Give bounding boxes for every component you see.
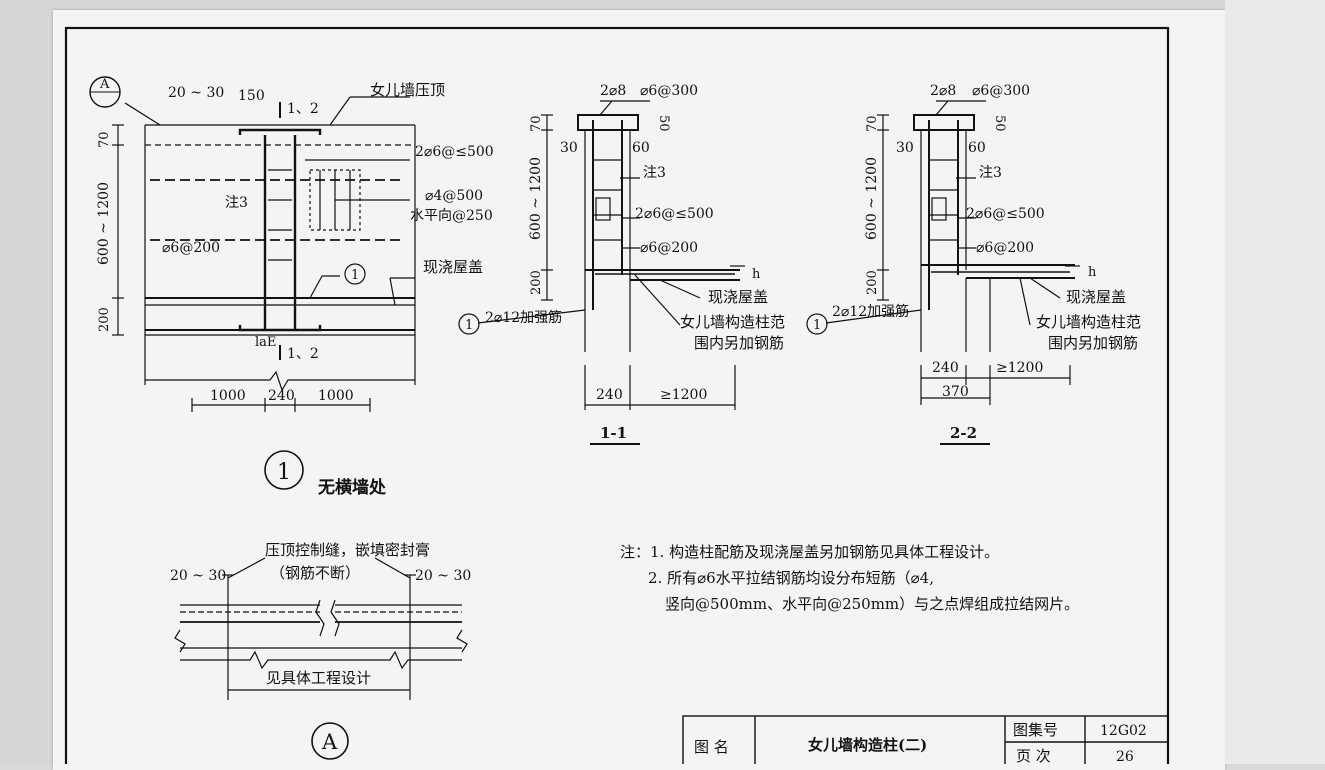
s22-top-rebar: 2⌀8 [930, 83, 956, 99]
s22-dim-200: 200 [865, 270, 880, 295]
detail-1-title-number: 1 [277, 460, 291, 485]
s22-dim-height: 600 ~ 1200 [864, 157, 880, 240]
note-line-2: 2. 所有⌀6水平拉结钢筋均设分布短筋（⌀4, [648, 569, 934, 587]
s11-rebar-vertical: 2⌀6@≤500 [635, 206, 714, 222]
dim-1000-right: 1000 [318, 388, 354, 404]
atlas-label: 图集号 [1013, 721, 1058, 739]
detail-1-title: 无横墙处 [317, 477, 387, 498]
s11-dim-50: 50 [656, 115, 671, 132]
item-marker-circle [344, 263, 366, 285]
s11-label: 1-1 [600, 424, 627, 442]
lae-label: laE [255, 335, 276, 350]
note-line-1: 注：1. 构造柱配筋及现浇屋盖另加钢筋见具体工程设计。 [620, 543, 999, 561]
s11-dim-1200: ≥1200 [660, 387, 707, 403]
s22-dim-slab: h [1088, 265, 1097, 280]
s22-stirrup: ⌀6@300 [972, 83, 1030, 99]
joint-label: 压顶控制缝，嵌填密封膏 [265, 541, 430, 559]
note-ref: 注3 [225, 195, 248, 211]
s22-label: 2-2 [950, 424, 977, 442]
detail-1-title-circle [264, 450, 304, 490]
mesh-rebar: ⌀4@500 [425, 188, 483, 204]
s11-extra-rebar-1: 女儿墙构造柱范 [680, 313, 785, 331]
s11-dim-200: 200 [529, 270, 544, 295]
rebar-vertical: 2⌀6@≤500 [415, 144, 494, 160]
s11-dim-slab: h [752, 267, 761, 282]
section-mark-bottom: 1、2 [287, 346, 319, 362]
s22-tie-rebar: ⌀6@200 [976, 240, 1034, 256]
detail-a-gap-left: 20 ~ 30 [170, 568, 226, 584]
title-block [682, 715, 1169, 764]
detail-a-joint [174, 557, 468, 700]
detail-1-elevation [112, 96, 416, 412]
roof-slab-label: 现浇屋盖 [423, 258, 483, 276]
spacing-label: 见具体工程设计 [266, 669, 371, 687]
s22-dim-240: 240 [932, 360, 959, 376]
s11-roof-slab: 现浇屋盖 [708, 288, 768, 306]
s11-item-marker: 1 [465, 318, 473, 333]
s22-item-circle [806, 313, 828, 335]
s22-dim-70: 70 [865, 115, 880, 132]
s11-dim-240: 240 [596, 387, 623, 403]
title-name-label: 图 名 [694, 738, 729, 756]
dim-70: 70 [97, 131, 112, 148]
s11-extra-rebar-2: 围内另加钢筋 [694, 334, 784, 352]
s11-item-circle [458, 313, 480, 335]
s22-dim-60: 60 [968, 140, 986, 156]
s22-extra-rebar-2: 围内另加钢筋 [1048, 334, 1138, 352]
s22-dim-30: 30 [896, 140, 914, 156]
detail-a-title-circle [311, 722, 349, 760]
drawing-frame [64, 26, 1170, 764]
s11-dim-60: 60 [632, 140, 650, 156]
s22-dim-370: 370 [942, 384, 969, 400]
atlas-value: 12G02 [1100, 723, 1147, 739]
tie-rebar: ⌀6@200 [162, 240, 220, 256]
dim-240: 240 [268, 388, 295, 404]
s11-note-ref: 注3 [643, 165, 666, 181]
s11-dim-30: 30 [560, 140, 578, 156]
mesh-horizontal: 水平向@250 [410, 208, 493, 224]
dim-200: 200 [97, 307, 112, 332]
s11-strengthen-rebar: 2⌀12加强筋 [485, 309, 562, 326]
note-line-3: 竖向@500mm、水平向@250mm）与之点焊组成拉结网片。 [665, 595, 1079, 613]
s22-dim-1200: ≥1200 [996, 360, 1043, 376]
coping-label: 女儿墙压顶 [370, 81, 445, 99]
dim-150: 150 [238, 88, 265, 104]
page-label: 页 次 [1016, 747, 1051, 764]
s22-roof-slab: 现浇屋盖 [1066, 288, 1126, 306]
s22-dim-50: 50 [992, 115, 1007, 132]
section-2-2 [825, 100, 1080, 445]
s11-tie-rebar: ⌀6@200 [640, 240, 698, 256]
s22-strengthen-rebar: 2⌀12加强筋 [832, 303, 909, 320]
s22-item-marker: 1 [813, 318, 821, 333]
s22-note-ref: 注3 [979, 165, 1002, 181]
s22-extra-rebar-1: 女儿墙构造柱范 [1036, 313, 1141, 331]
s11-top-rebar: 2⌀8 [600, 83, 626, 99]
s11-dim-70: 70 [529, 115, 544, 132]
viewer-margin [1225, 0, 1325, 764]
s22-rebar-vertical: 2⌀6@≤500 [966, 206, 1045, 222]
dim-height: 600 ~ 1200 [96, 182, 112, 265]
page-value: 26 [1116, 749, 1134, 764]
s11-dim-height: 600 ~ 1200 [528, 157, 544, 240]
drawing-title: 女儿墙构造柱(二) [808, 736, 927, 754]
item-marker: 1 [351, 268, 359, 283]
dim-gap: 20 ~ 30 [168, 85, 224, 101]
detail-a-gap-right: 20 ~ 30 [415, 568, 471, 584]
dim-1000-left: 1000 [210, 388, 246, 404]
detail-a-callout-letter: A [99, 77, 110, 92]
joint-sub: （钢筋不断） [270, 564, 360, 582]
section-1-1 [477, 100, 745, 445]
detail-a-title-letter: A [321, 730, 338, 754]
s11-stirrup: ⌀6@300 [640, 83, 698, 99]
drawing-sheet [53, 10, 1225, 770]
section-mark-top: 1、2 [287, 101, 319, 117]
